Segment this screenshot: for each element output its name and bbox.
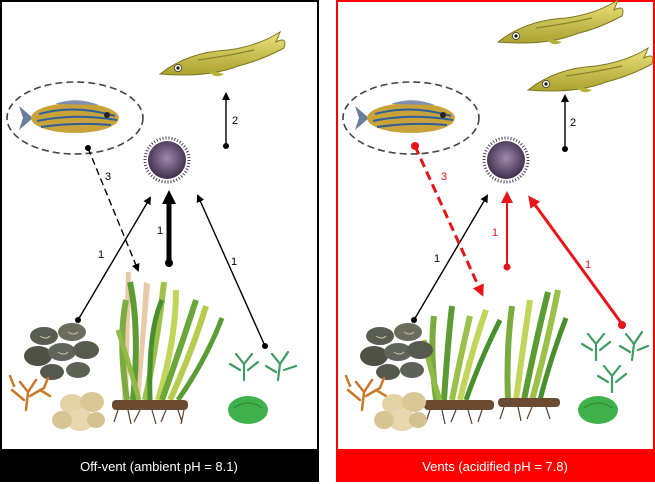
- red-algae-icon: [8, 374, 52, 412]
- label-greenalgae-to-urchin: 1: [585, 259, 591, 271]
- panel-caption-vents: Vents (acidified pH = 7.8): [422, 459, 568, 474]
- sponge-icon: [374, 392, 427, 431]
- sea-lettuce-icon: [578, 396, 618, 424]
- brown-algae-icon: [360, 323, 433, 380]
- label-greenalgae-to-urchin: 1: [231, 256, 237, 268]
- label-algae-to-urchin: 1: [98, 249, 104, 261]
- sea-urchin-icon: [482, 136, 530, 184]
- label-seagrass-to-urchin: 1: [492, 227, 498, 239]
- panel-vents: 1 1 1 2 3 Vents (acidified pH = 7.8): [336, 0, 655, 482]
- label-seagrass-to-urchin: 1: [157, 225, 163, 237]
- wrasse-fish-icon: [496, 0, 624, 45]
- green-algae-icon: [580, 330, 650, 394]
- arrow-algae-to-urchin: [77, 196, 152, 321]
- trophic-arrows: [75, 92, 268, 349]
- label-algae-to-urchin: 1: [434, 253, 440, 265]
- caption-bar: [1, 449, 318, 482]
- label-fish-to-seagrass: 3: [105, 171, 111, 183]
- label-urchin-to-wrasse: 2: [232, 115, 238, 127]
- fish-icon: [355, 100, 455, 133]
- seagrass-icon: [498, 289, 569, 422]
- red-algae-icon: [344, 374, 388, 412]
- dashed-ellipse: [342, 81, 480, 155]
- trophic-arrows: [411, 94, 626, 329]
- wrasse-fish-icon: [526, 46, 654, 93]
- arrow-greenalgae-to-urchin: [196, 194, 266, 347]
- green-algae-icon: [228, 350, 298, 382]
- wrasse-fish-icon: [158, 30, 286, 77]
- dashed-ellipse: [6, 81, 144, 155]
- panel-caption-off-vent: Off-vent (ambient pH = 8.1): [80, 459, 238, 474]
- label-urchin-to-wrasse: 2: [570, 117, 576, 129]
- arrow-greenalgae-to-urchin: [528, 195, 624, 325]
- sea-lettuce-icon: [228, 396, 268, 424]
- brown-algae-icon: [24, 323, 99, 380]
- caption-bar: [337, 449, 654, 482]
- fish-icon: [19, 100, 119, 133]
- label-fish-to-seagrass: 3: [441, 171, 447, 183]
- sea-urchin-icon: [143, 136, 191, 184]
- panel-off-vent: 1 1 1 2 3 Off-vent (ambient pH = 8.1): [0, 0, 319, 482]
- seagrass-icon: [112, 272, 225, 425]
- sponge-icon: [52, 392, 105, 431]
- arrow-algae-to-urchin: [413, 194, 489, 321]
